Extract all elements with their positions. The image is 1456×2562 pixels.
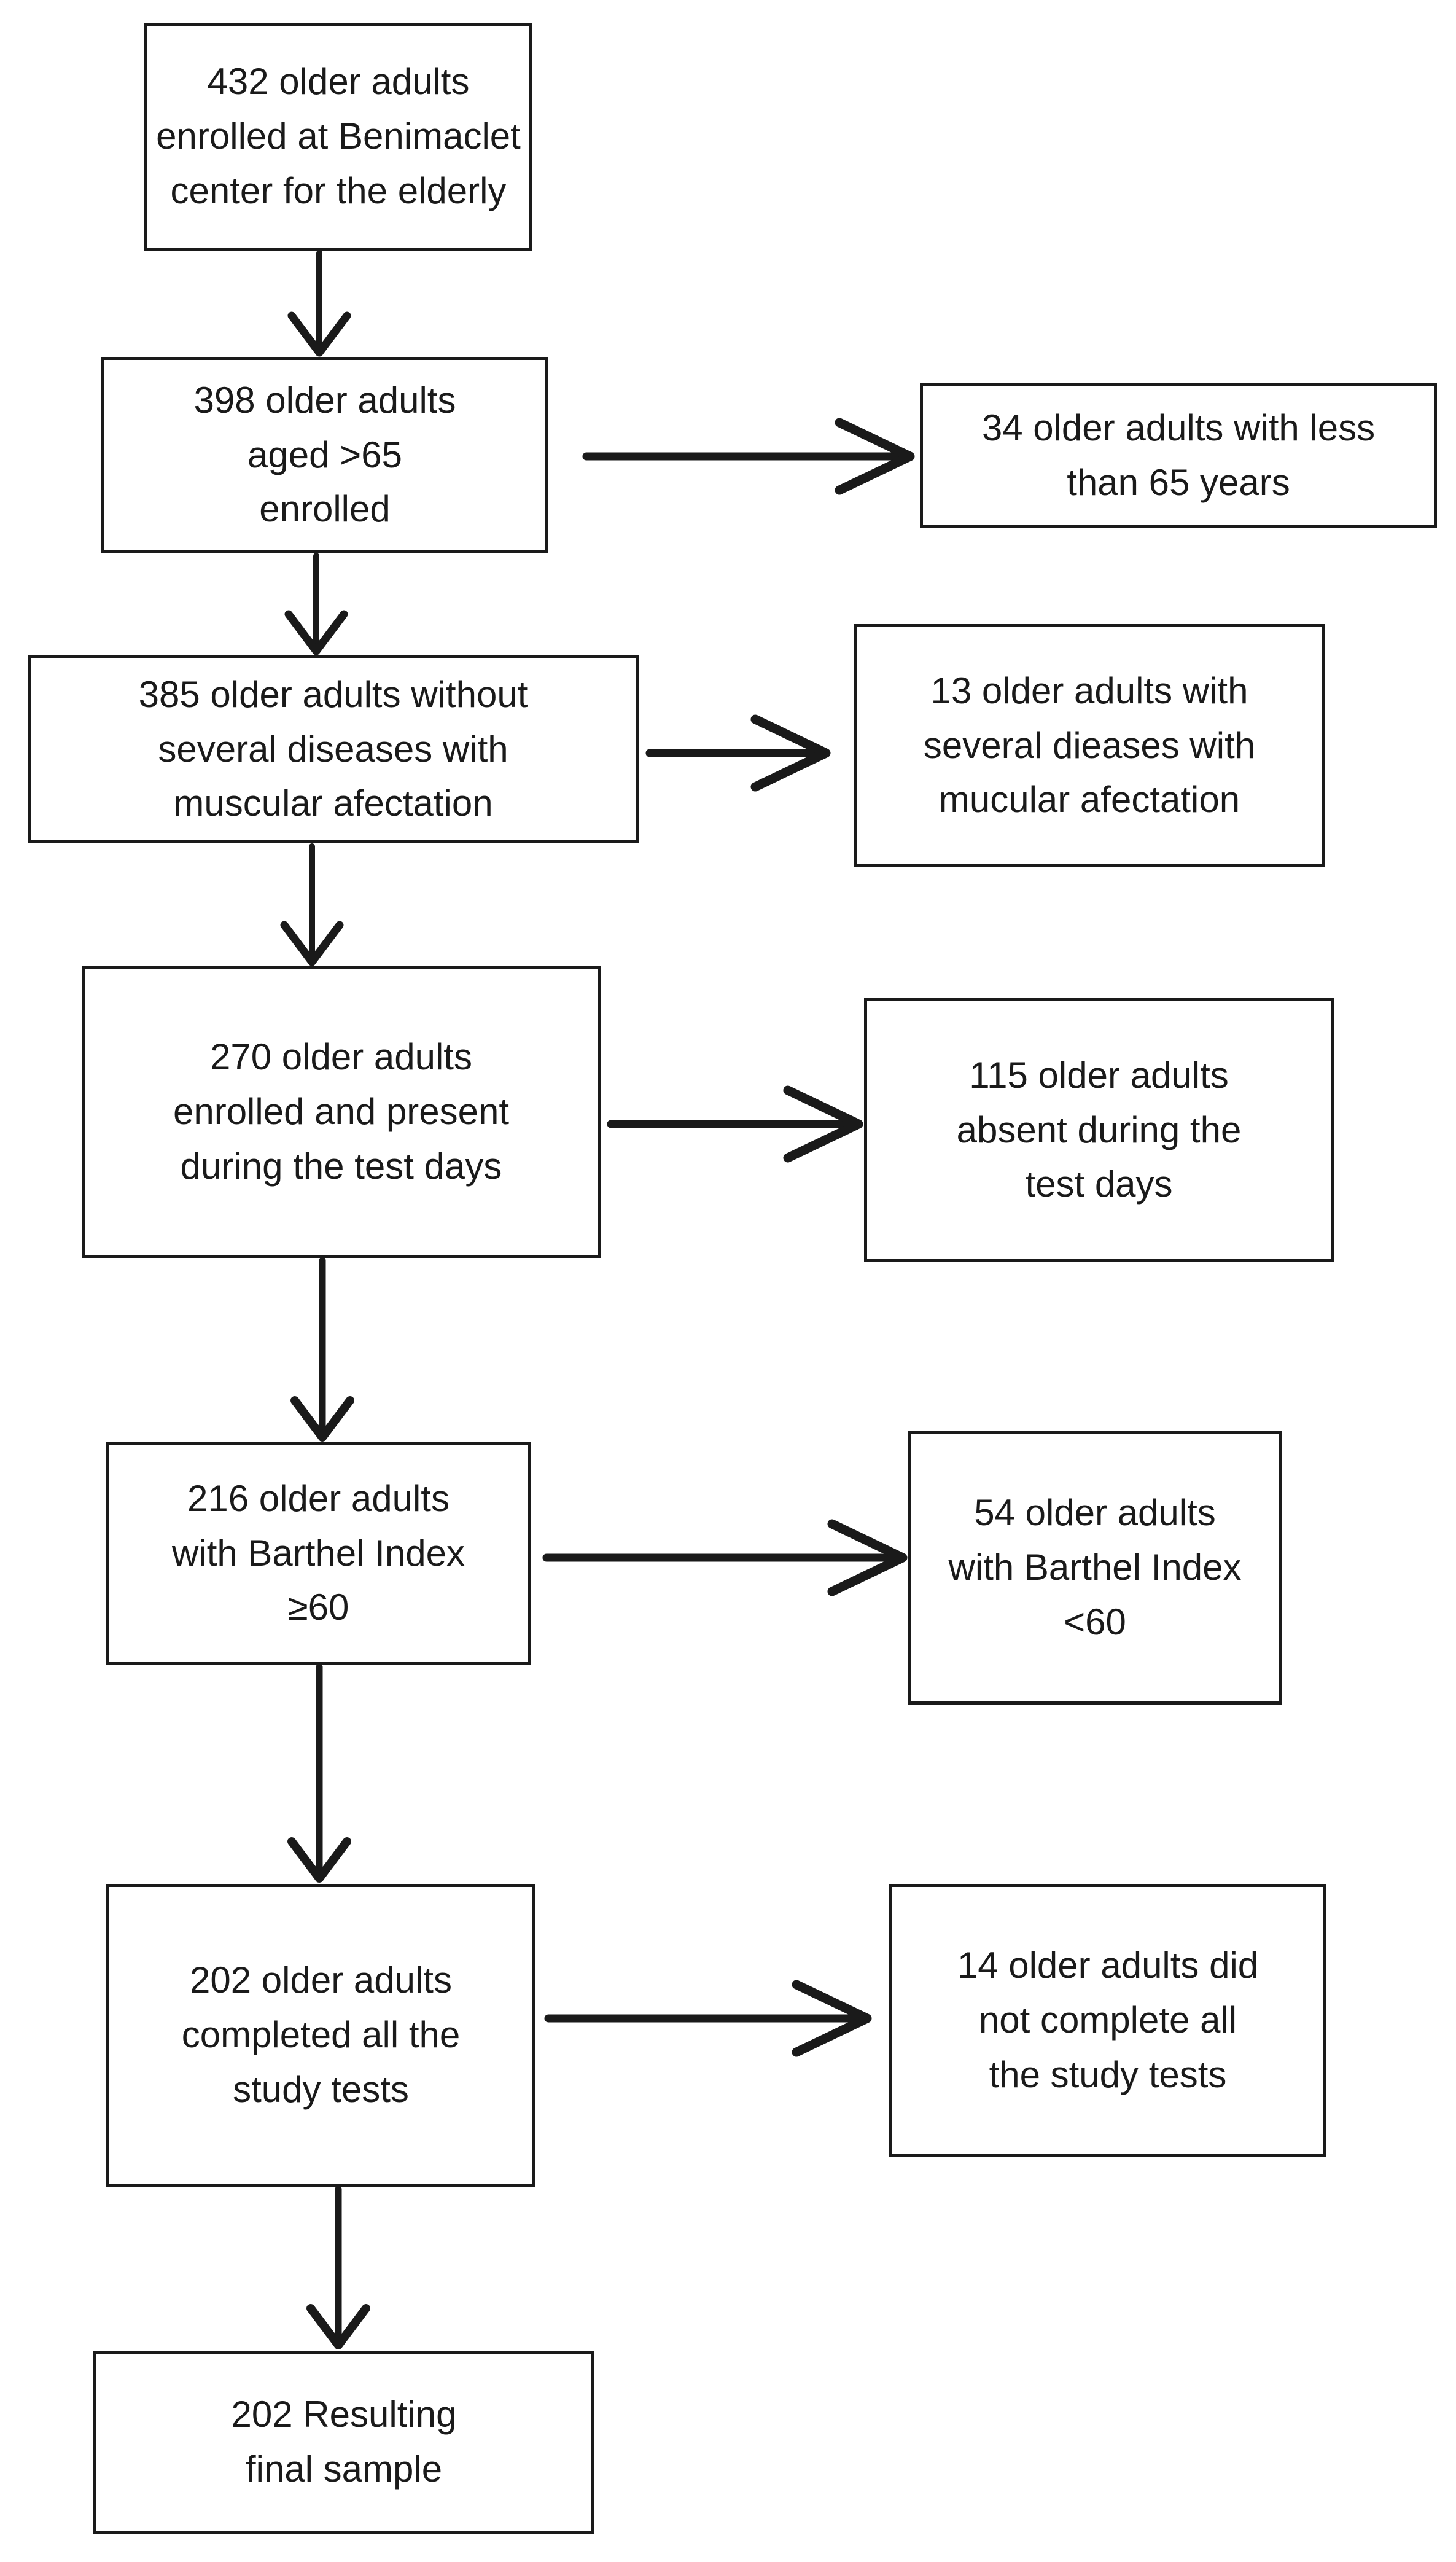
flow-box-385-without-diseases-text: 385 older adults without several disease… xyxy=(138,673,528,824)
exclusion-box-14-not-completed-text: 14 older adults did not complete all the… xyxy=(957,1945,1259,2095)
flow-box-385-without-diseases: 385 older adults without several disease… xyxy=(28,655,639,843)
exclusion-box-115-absent: 115 older adults absent during the test … xyxy=(864,998,1334,1262)
exclusion-box-13-with-diseases-text: 13 older adults with several dieases wit… xyxy=(923,670,1256,821)
flow-box-202-final-sample: 202 Resulting final sample xyxy=(93,2351,594,2534)
flow-box-270-present-text: 270 older adults enrolled and present du… xyxy=(173,1036,510,1187)
flow-box-398-aged-over-65: 398 older adults aged >65 enrolled xyxy=(101,357,548,553)
arrow-down-270-to-216 xyxy=(290,1257,354,1442)
arrow-down-398-to-385 xyxy=(284,553,348,655)
flow-box-202-completed-text: 202 older adults completed all the study… xyxy=(181,1959,461,2110)
flow-box-432-enrolled-text: 432 older adults enrolled at Benimaclet … xyxy=(156,61,521,211)
flow-box-216-barthel-ge60-text: 216 older adults with Barthel Index ≥60 xyxy=(172,1477,465,1628)
arrow-right-270-to-115 xyxy=(607,1085,863,1163)
arrow-down-216-to-202 xyxy=(287,1663,351,1883)
flow-box-202-final-sample-text: 202 Resulting final sample xyxy=(231,2394,457,2490)
arrow-right-216-to-54 xyxy=(542,1519,908,1596)
arrow-down-385-to-270 xyxy=(280,843,344,966)
flow-box-202-completed: 202 older adults completed all the study… xyxy=(106,1884,535,2187)
exclusion-box-14-not-completed: 14 older adults did not complete all the… xyxy=(889,1884,1326,2157)
flow-box-270-present: 270 older adults enrolled and present du… xyxy=(82,966,601,1258)
exclusion-box-13-with-diseases: 13 older adults with several dieases wit… xyxy=(854,624,1325,867)
arrow-down-202-to-final xyxy=(306,2185,370,2349)
flow-box-398-aged-over-65-text: 398 older adults aged >65 enrolled xyxy=(193,379,456,530)
exclusion-box-54-barthel-lt60-text: 54 older adults with Barthel Index <60 xyxy=(948,1492,1242,1642)
exclusion-box-115-absent-text: 115 older adults absent during the test … xyxy=(956,1054,1242,1205)
flow-box-216-barthel-ge60: 216 older adults with Barthel Index ≥60 xyxy=(106,1442,531,1665)
exclusion-box-54-barthel-lt60: 54 older adults with Barthel Index <60 xyxy=(908,1431,1282,1705)
exclusion-box-34-under-65-text: 34 older adults with less than 65 years xyxy=(981,407,1376,503)
arrow-right-385-to-13 xyxy=(645,714,831,792)
exclusion-box-34-under-65: 34 older adults with less than 65 years xyxy=(920,383,1437,528)
arrow-right-202-to-14 xyxy=(544,1980,872,2057)
arrow-down-432-to-398 xyxy=(287,250,351,357)
arrow-right-398-to-34 xyxy=(582,418,915,495)
flow-box-432-enrolled: 432 older adults enrolled at Benimaclet … xyxy=(144,23,532,251)
